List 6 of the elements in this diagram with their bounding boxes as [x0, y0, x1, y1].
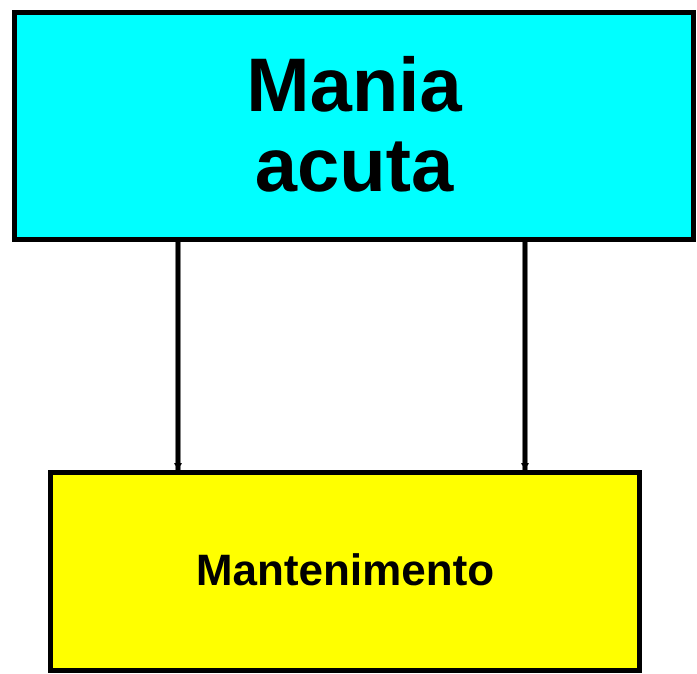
box-label: Mantenimento [196, 548, 494, 595]
arrow [174, 242, 182, 471]
arrow [521, 242, 529, 471]
process-box [12, 10, 696, 242]
process-box [48, 470, 642, 673]
box-label: Mania acuta [245, 46, 464, 206]
